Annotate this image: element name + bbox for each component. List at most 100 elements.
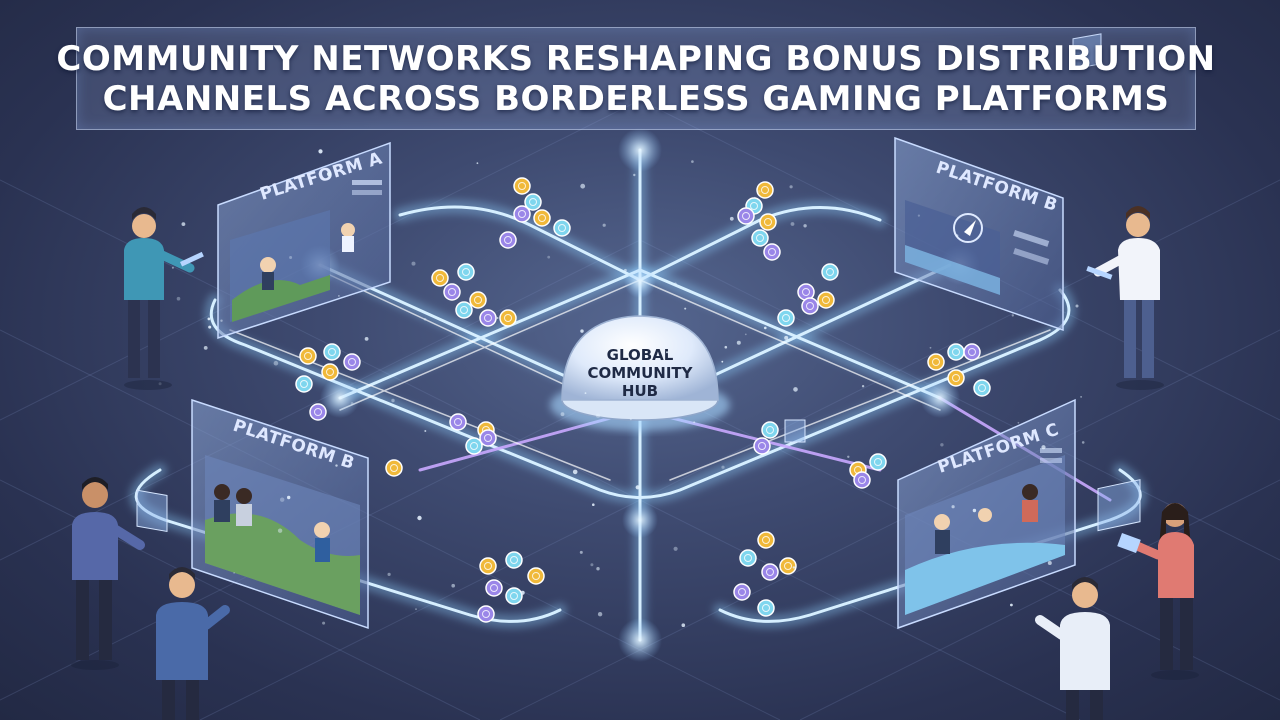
sparkle-dot (417, 515, 422, 521)
coin-icon (309, 403, 327, 421)
platform-screen-top-right: PLATFORM B (894, 136, 1064, 332)
coin-icon-inner (558, 224, 566, 232)
coin-icon-inner (750, 202, 758, 210)
sparkle-dot (917, 214, 921, 217)
sparkle-dot (955, 234, 959, 238)
coin-icon (733, 583, 751, 601)
sparkle-dot (633, 173, 636, 177)
coin-icon-inner (390, 464, 398, 472)
sparkle-dot (1010, 603, 1013, 607)
coin-icon (821, 263, 839, 281)
sparkle-dot (929, 346, 932, 349)
sparkle-dot (753, 196, 756, 199)
coin-icon (485, 579, 503, 597)
coin-icon (737, 207, 755, 225)
sparkle-dot (691, 160, 694, 163)
sparkle-dot (387, 572, 391, 577)
sparkle-dot (451, 583, 456, 588)
coin-icon (763, 243, 781, 261)
hub-label-line3: HUB (622, 382, 658, 400)
coin-icon (756, 181, 774, 199)
coin-icon-inner (460, 306, 468, 314)
coin-icon-inner (782, 314, 790, 322)
coin-icon (947, 369, 965, 387)
sparkle-dot (618, 348, 620, 350)
coin-icon (524, 193, 542, 211)
sparkle-dot (203, 346, 208, 350)
coin-icon-inner (518, 210, 526, 218)
coin-icon (499, 231, 517, 249)
sparkle-dot (793, 387, 798, 392)
sparkle-dot (592, 503, 595, 507)
coin-icon-inner (484, 434, 492, 442)
sparkle-dot (273, 360, 279, 366)
coin-icon (869, 453, 887, 471)
coin-icon (757, 599, 775, 617)
sparkle-dot (321, 167, 323, 169)
sparkle-dot (580, 183, 586, 189)
sparkle-dot (277, 528, 283, 533)
sparkle-dot (792, 566, 796, 569)
sparkle-dot (940, 443, 944, 447)
platform-screen-bottom-left: PLATFORM B (191, 398, 369, 630)
sparkle-dot (635, 485, 640, 490)
platform-screen-bottom-right: PLATFORM C (897, 398, 1076, 630)
sparkle-dot (847, 455, 850, 458)
person-figure-top-left (124, 207, 204, 390)
sparkle-dot (595, 413, 601, 418)
sparkle-dot (158, 382, 162, 386)
coin-icon (457, 263, 475, 281)
coin-icon (477, 605, 495, 623)
sparkle-dot (181, 222, 186, 227)
coin-icon (553, 219, 571, 237)
sparkle-dot (391, 398, 395, 403)
sparkle-dot (724, 345, 728, 349)
sparkle-dot (415, 608, 417, 610)
sparkle-dot (579, 550, 583, 554)
coin-icon (513, 205, 531, 223)
sparkle-dot (744, 333, 747, 336)
sparkle-dot (1047, 561, 1052, 565)
coin-icon-inner (762, 604, 770, 612)
coin-icon-inner (742, 212, 750, 220)
sparkle-dot (318, 149, 323, 154)
coin-icon-inner (436, 274, 444, 282)
sparkle-dot (861, 385, 865, 388)
coin-icon (385, 459, 403, 477)
sparkle-dots (158, 149, 1085, 627)
sparkle-dot (350, 402, 354, 405)
coin-icon (479, 557, 497, 575)
sparkle-dot (757, 190, 761, 193)
coin-icon-inner (326, 368, 334, 376)
sparkle-dot (1080, 396, 1082, 398)
coin-icon-inner (304, 352, 312, 360)
sparkle-dot (951, 505, 955, 509)
sparkle-dot (547, 255, 551, 259)
coin-icon (449, 413, 467, 431)
coin-icon (973, 379, 991, 397)
sparkle-dot (1041, 445, 1046, 450)
sparkle-dot (423, 318, 427, 321)
coin-icon-inner (454, 418, 462, 426)
sparkle-dot (364, 337, 369, 341)
coin-icon (323, 343, 341, 361)
sparkle-dot (721, 465, 725, 469)
coin-icon-inner (484, 562, 492, 570)
coin-icon (759, 213, 777, 231)
coin-icon-inner (504, 314, 512, 322)
floating-cards (136, 33, 1141, 533)
coin-icon (739, 549, 757, 567)
coin-icon-inner (744, 554, 752, 562)
coin-icon (455, 301, 473, 319)
coin-icon-inner (462, 268, 470, 276)
sparkle-dot (764, 326, 767, 330)
sparkle-dot (280, 497, 285, 502)
coin-icon-inner (348, 358, 356, 366)
sparkle-dot (784, 335, 789, 340)
coin-icon-inner (532, 572, 540, 580)
coin-icon (761, 421, 779, 439)
sparkle-dot (220, 319, 223, 322)
platform-screen-top-left: PLATFORM A (217, 141, 391, 340)
hub-dome: GLOBAL COMMUNITY HUB (550, 315, 730, 431)
coin-icon-inner (474, 296, 482, 304)
